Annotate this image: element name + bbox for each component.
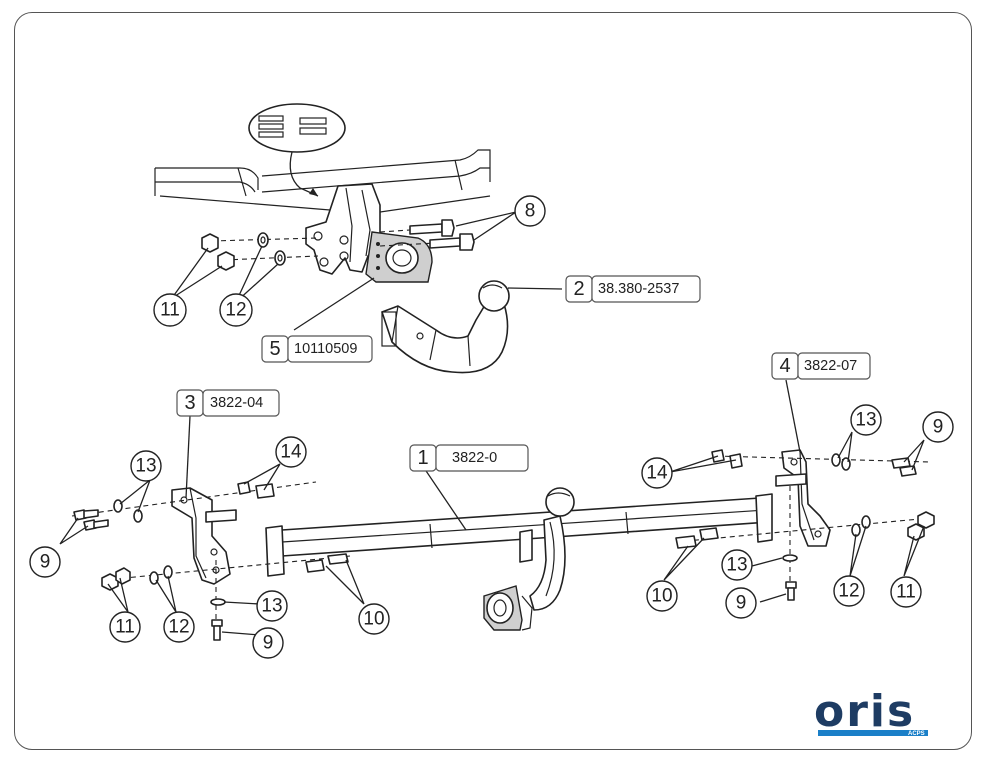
svg-text:13: 13 [855,410,876,431]
callout-left-11: 11 [109,611,141,643]
callout-left-9-b: 9 [252,627,284,659]
info-label-sticker [248,103,346,197]
svg-text:14: 14 [280,442,302,463]
svg-text:8: 8 [525,201,536,222]
callout-top-12: 12 [219,293,253,327]
svg-text:11: 11 [115,617,135,638]
right-fasteners [675,449,935,601]
svg-text:10: 10 [651,586,672,607]
svg-text:13: 13 [726,555,747,576]
svg-text:11: 11 [896,582,916,603]
vehicle-body-section [154,149,491,213]
top-mounting-bracket [305,183,381,275]
svg-text:4: 4 [779,355,790,377]
part-label-2: 2 38.380-2537 [565,275,701,303]
svg-text:ACPS: ACPS [908,731,925,737]
top-bolts [409,219,475,251]
svg-text:10110509: 10110509 [294,341,357,357]
part-label-4: 4 3822-07 [771,352,871,380]
svg-text:10: 10 [363,609,384,630]
svg-text:3822-07: 3822-07 [804,358,857,374]
callout-right-13-b: 13 [721,549,753,581]
svg-text:13: 13 [135,456,156,477]
socket-plate [365,231,433,283]
callout-right-14: 14 [641,457,673,489]
callout-right-10: 10 [646,580,678,612]
svg-text:9: 9 [736,593,747,614]
svg-text:1: 1 [417,447,428,469]
svg-text:12: 12 [225,300,246,321]
svg-text:2: 2 [573,278,584,300]
svg-text:13: 13 [261,596,282,617]
svg-text:38.380-2537: 38.380-2537 [598,281,679,297]
callout-left-9-a: 9 [29,546,61,578]
main-crossbar [265,493,773,577]
callout-right-13-a: 13 [850,404,882,436]
right-side-bracket [775,449,831,547]
svg-text:14: 14 [646,463,668,484]
svg-text:3: 3 [184,392,195,414]
svg-text:9: 9 [933,417,944,438]
callout-top-11: 11 [153,293,187,327]
callout-right-12: 12 [833,575,865,607]
callout-left-12: 12 [163,611,195,643]
svg-text:3822-04: 3822-04 [210,395,263,411]
left-side-bracket [171,487,237,585]
callout-left-13-b: 13 [256,590,288,622]
svg-text:3822-0: 3822-0 [452,450,497,466]
svg-text:12: 12 [168,617,189,638]
ball-neck [381,280,510,374]
callout-right-9-a: 9 [922,411,954,443]
lower-socket-plate [483,585,533,631]
oris-logo: oris ACPS [814,686,928,737]
left-fasteners [73,481,349,641]
svg-text:11: 11 [160,300,180,321]
part-label-3: 3 3822-04 [176,389,280,417]
svg-text:9: 9 [40,552,51,573]
svg-text:12: 12 [838,581,859,602]
drawing-frame [14,12,972,750]
part-label-1: 1 3822-0 [409,444,529,472]
callout-top-8: 8 [514,195,546,227]
leader-lines [59,211,925,637]
part-label-5: 5 10110509 [261,335,373,363]
svg-text:5: 5 [269,338,280,360]
callout-left-10: 10 [358,603,390,635]
callout-right-11: 11 [890,576,922,608]
top-nuts [201,233,235,271]
callout-left-14: 14 [275,436,307,468]
callout-right-9-b: 9 [725,587,757,619]
top-washers [257,232,286,266]
svg-text:9: 9 [263,633,274,654]
callout-left-13-a: 13 [130,450,162,482]
svg-text:oris: oris [814,686,915,737]
crossbar-ball-hook [519,487,575,611]
